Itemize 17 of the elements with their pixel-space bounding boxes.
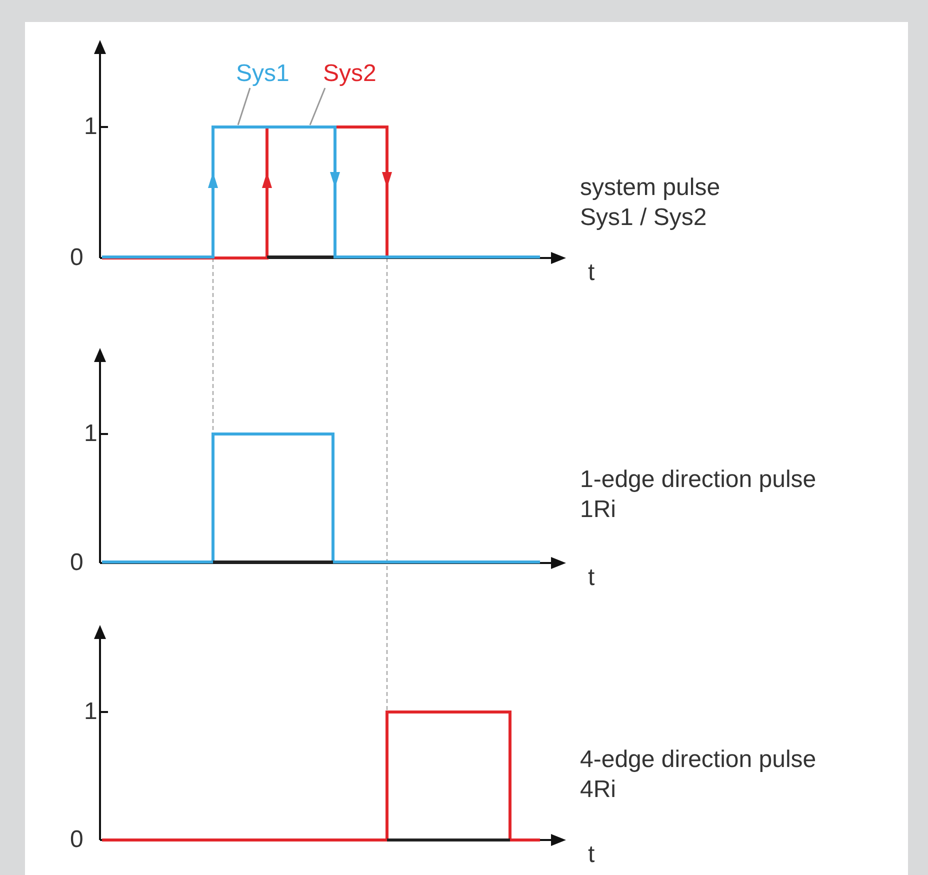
signal-name: Sys2 <box>323 60 376 88</box>
axis-label: t <box>588 840 595 870</box>
signal-description: 1-edge direction pulse 1Ri <box>580 465 818 525</box>
axis-value: 1 <box>84 419 98 449</box>
signal-description: 4-edge direction pulse 4Ri <box>580 745 818 805</box>
axis-label: t <box>588 258 595 288</box>
signal-name: Sys1 <box>236 60 290 88</box>
signal-description: system pulse Sys1 / Sys2 <box>580 173 722 233</box>
axis-value: 0 <box>70 825 84 855</box>
axis-value: 1 <box>84 697 98 727</box>
leader-line <box>237 88 251 126</box>
axis-value: 0 <box>70 548 84 578</box>
leader-line <box>309 88 326 126</box>
axis-label: t <box>588 563 595 593</box>
signal-trace <box>102 126 540 258</box>
axis-value: 0 <box>70 243 84 273</box>
axis-value: 1 <box>84 112 98 142</box>
